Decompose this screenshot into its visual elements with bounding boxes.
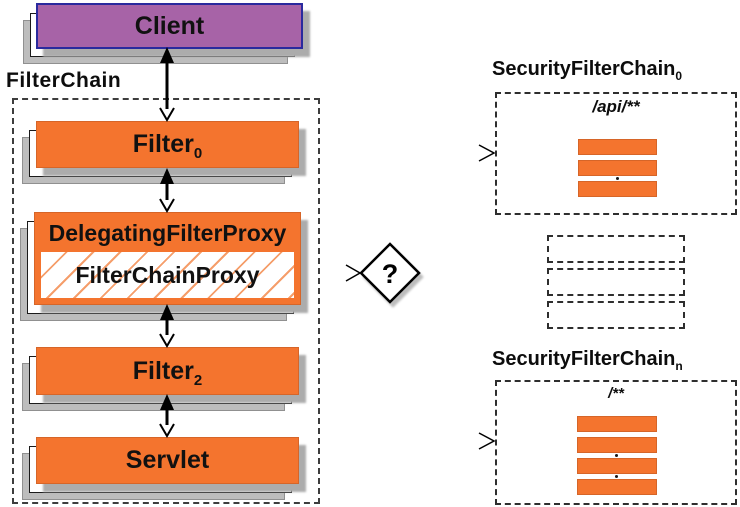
chain-n-subscript: n bbox=[675, 359, 683, 373]
chain-n-ellipsis-dot-2 bbox=[615, 475, 618, 478]
chain-n-ellipsis-dot-1 bbox=[615, 454, 618, 457]
arrow-proxy-decision bbox=[345, 264, 362, 282]
decision-label: ? bbox=[382, 259, 399, 289]
placeholder-chain-box bbox=[547, 268, 685, 296]
arrow-decision-chain-n bbox=[478, 432, 496, 450]
filter0-label: Filter0 bbox=[132, 130, 202, 162]
arrow-decision-chain0 bbox=[478, 144, 496, 162]
placeholder-chains bbox=[547, 235, 685, 329]
chain-n-url-pattern: /** bbox=[608, 385, 624, 402]
placeholder-chain-box bbox=[547, 235, 685, 263]
chain0-ellipsis-dot bbox=[616, 177, 619, 180]
security-filter-chain-n-title: SecurityFilterChainn bbox=[492, 348, 683, 373]
decision-diamond: ? bbox=[359, 242, 421, 304]
servlet-label: Servlet bbox=[125, 446, 210, 474]
filter-chain-proxy-box: FilterChainProxy bbox=[41, 252, 294, 298]
placeholder-chain-box bbox=[547, 301, 685, 329]
filter2-subscript: 2 bbox=[193, 371, 203, 389]
filter0-label-text: Filter bbox=[132, 130, 194, 158]
filter-bar bbox=[577, 479, 657, 495]
security-filter-chain-n-box: /** bbox=[495, 380, 737, 505]
chain0-subscript: 0 bbox=[675, 69, 683, 83]
filter-bar bbox=[578, 160, 657, 176]
client-box: Client bbox=[23, 3, 303, 64]
filter-bar bbox=[577, 437, 657, 453]
filterchain-label: FilterChain bbox=[6, 69, 122, 92]
security-filter-chain0-box: /api/** bbox=[495, 92, 737, 215]
filter-bar bbox=[577, 458, 657, 474]
filter-chain-proxy-label: FilterChainProxy bbox=[75, 261, 260, 288]
filter-bar bbox=[578, 181, 657, 197]
chain-n-filter-bars bbox=[577, 416, 657, 495]
filter2-box: Filter2 bbox=[22, 347, 299, 411]
filter0-box: Filter0 bbox=[22, 121, 299, 184]
filter-bar bbox=[578, 139, 657, 155]
filter-bar bbox=[577, 416, 657, 432]
delegating-filter-proxy-box: DelegatingFilterProxy FilterChainProxy bbox=[20, 212, 301, 321]
client-label: Client bbox=[134, 11, 205, 40]
filter0-subscript: 0 bbox=[193, 145, 203, 162]
security-filter-chain0-title: SecurityFilterChain0 bbox=[492, 58, 682, 83]
chain-n-title-text: SecurityFilterChain bbox=[492, 348, 676, 370]
chain0-url-pattern: /api/** bbox=[592, 97, 640, 116]
servlet-box: Servlet bbox=[22, 437, 299, 500]
chain0-title-text: SecurityFilterChain bbox=[492, 58, 676, 80]
chain0-filter-bars bbox=[578, 139, 657, 197]
delegating-filter-proxy-label: DelegatingFilterProxy bbox=[48, 220, 287, 246]
filter2-label: Filter2 bbox=[132, 356, 202, 388]
filter2-label-text: Filter bbox=[132, 356, 194, 385]
